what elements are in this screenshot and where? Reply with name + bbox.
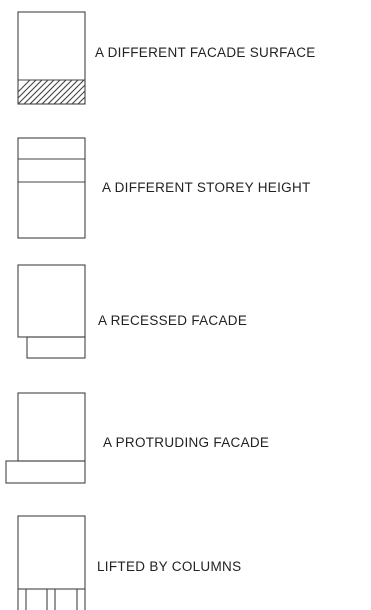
label-facade-surface: A DIFFERENT FACADE SURFACE [95,45,316,60]
facade-outline [17,137,86,239]
label-lifted-by-columns: LIFTED BY COLUMNS [97,559,242,574]
columns-base-icon [17,515,86,610]
hatching [18,80,85,104]
facade-outline [17,11,86,105]
recessed-base-icon [17,264,86,359]
tall-storey-icon [17,137,86,239]
facade-outline [17,264,86,338]
protruding-base [5,460,86,484]
label-protruding-facade: A PROTRUDING FACADE [103,435,270,450]
recessed-base [26,336,86,359]
label-recessed-facade: A RECESSED FACADE [98,313,248,328]
facade-outline [17,515,86,590]
label-storey-height: A DIFFERENT STOREY HEIGHT [102,180,311,195]
protruding-base-icon [5,392,86,484]
facade-outline [17,392,86,462]
hatched-base-icon [17,11,86,105]
